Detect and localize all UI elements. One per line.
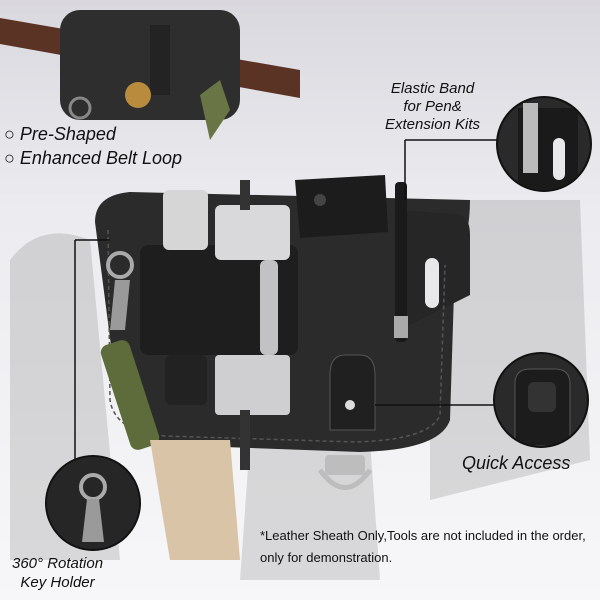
elastic-band-line2: for Pen& xyxy=(403,98,462,115)
elastic-band-line3: Extension Kits xyxy=(385,116,481,133)
quick-access-label: Quick Access xyxy=(462,453,571,473)
key-holder-zoom xyxy=(45,455,141,551)
olive-flashlight xyxy=(100,340,160,450)
elastic-band-line1: Elastic Band xyxy=(390,80,475,97)
disclaimer-line1: *Leather Sheath Only,Tools are not inclu… xyxy=(260,528,586,543)
rotation-line1: 360° Rotation xyxy=(12,555,104,572)
feature-label: Pre-Shaped xyxy=(19,124,116,144)
elastic-band-zoom xyxy=(496,96,592,192)
rotation-label: 360° Rotation Key Holder xyxy=(12,554,103,592)
circle-bullet-icon: ○ xyxy=(4,124,20,144)
front-band xyxy=(140,245,298,355)
quick-access-zoom xyxy=(493,352,589,448)
disclaimer: *Leather Sheath Only,Tools are not inclu… xyxy=(260,525,586,569)
disclaimer-line2: only for demonstration. xyxy=(260,550,393,565)
circle-bullet-icon: ○ xyxy=(4,148,20,168)
rotation-line2: Key Holder xyxy=(20,574,95,591)
elastic-band-label: Elastic Band for Pen& Extension Kits xyxy=(385,80,480,134)
feature-item: ○ Pre-Shaped xyxy=(4,124,116,144)
feature-label: Enhanced Belt Loop xyxy=(19,148,183,168)
feature-item: ○ Enhanced Belt Loop xyxy=(4,148,182,168)
